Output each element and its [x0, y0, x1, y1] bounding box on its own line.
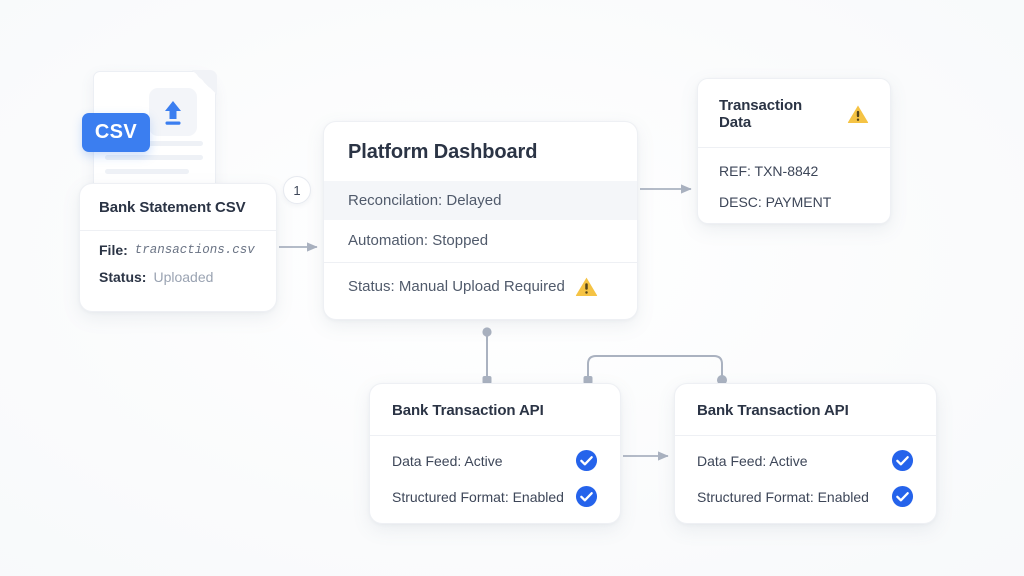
upload-tile	[149, 88, 197, 136]
card-title: Bank Transaction API	[392, 402, 544, 419]
status-row-manual-upload[interactable]: Status: Manual Upload Required	[324, 263, 637, 297]
document-text-line	[105, 141, 203, 146]
row-status-key: Status:	[99, 269, 147, 285]
row-status: Status: Uploaded	[80, 258, 276, 285]
warning-triangle-icon	[847, 105, 869, 124]
card-divider	[698, 147, 890, 148]
status-row-automation[interactable]: Automation: Stopped	[324, 220, 637, 262]
card-bank-statement-csv[interactable]: Bank Statement CSV File: transactions.cs…	[79, 183, 277, 312]
document-text-line	[105, 169, 189, 174]
warning-triangle-icon	[575, 277, 597, 296]
csv-format-badge: CSV	[82, 113, 150, 152]
row-reference: REF: TXN-8842	[698, 148, 890, 179]
document-fold-corner	[192, 70, 217, 95]
status-row-label: Status: Manual Upload Required	[348, 278, 565, 295]
card-title: Bank Transaction API	[697, 402, 849, 419]
row-structured-format-label: Structured Format: Enabled	[697, 488, 869, 505]
row-file-key: File:	[99, 242, 128, 258]
check-circle-icon	[891, 449, 914, 472]
status-row-label: Automation: Stopped	[348, 232, 489, 249]
check-circle-icon	[891, 485, 914, 508]
row-description: DESC: PAYMENT	[698, 179, 890, 210]
page-title: Platform Dashboard	[348, 141, 538, 163]
status-row-label: Reconcilation: Delayed	[348, 192, 502, 209]
row-file: File: transactions.csv	[80, 231, 276, 258]
row-data-feed-label: Data Feed: Active	[697, 452, 808, 469]
upload-arrow-icon	[165, 101, 181, 125]
card-bank-transaction-api-left[interactable]: Bank Transaction API Data Feed: Active S…	[369, 383, 621, 524]
check-circle-icon	[575, 449, 598, 472]
document-text-line	[105, 155, 203, 160]
row-reference-label: REF: TXN-8842	[719, 163, 819, 179]
card-divider	[675, 435, 936, 436]
csv-document-graphic	[93, 70, 217, 196]
step-badge-one: 1	[283, 176, 311, 204]
card-divider	[370, 435, 620, 436]
card-bank-transaction-api-right[interactable]: Bank Transaction API Data Feed: Active S…	[674, 383, 937, 524]
card-divider	[80, 230, 276, 231]
row-data-feed: Data Feed: Active	[675, 436, 936, 472]
row-status-value: Uploaded	[153, 269, 214, 285]
row-file-value: transactions.csv	[134, 243, 255, 257]
row-description-label: DESC: PAYMENT	[719, 194, 832, 210]
card-title: Bank Statement CSV	[99, 199, 246, 216]
card-platform-dashboard[interactable]: Platform Dashboard Reconcilation: Delaye…	[323, 121, 638, 320]
card-divider	[324, 262, 637, 263]
card-title-text: Transaction Data	[719, 97, 803, 131]
status-row-reconciliation[interactable]: Reconcilation: Delayed	[324, 181, 637, 220]
row-structured-format: Structured Format: Enabled	[675, 472, 936, 508]
row-structured-format: Structured Format: Enabled	[370, 472, 620, 508]
row-data-feed: Data Feed: Active	[370, 436, 620, 472]
check-circle-icon	[575, 485, 598, 508]
card-transaction-data[interactable]: Transaction Data REF: TXN-8842 DESC: PAY…	[697, 78, 891, 224]
row-structured-format-label: Structured Format: Enabled	[392, 488, 564, 505]
card-title: Transaction Data	[698, 79, 890, 131]
row-data-feed-label: Data Feed: Active	[392, 452, 503, 469]
